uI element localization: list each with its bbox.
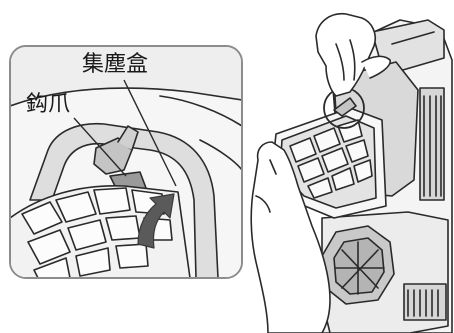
exhaust-vent [403, 283, 447, 321]
housing-rim [29, 122, 219, 277]
dust-box-leader-line [123, 79, 177, 187]
lower-hand [250, 141, 331, 333]
detail-inset [9, 45, 243, 279]
dust-box-label: 集塵盒 [82, 52, 149, 77]
hook-leader-line [73, 117, 127, 177]
dust-box-held [271, 97, 387, 219]
rotation-arrow-icon [137, 193, 175, 249]
main-illustration [250, 12, 453, 333]
side-vent [419, 87, 445, 201]
round-filter [321, 225, 395, 305]
dust-box-lid-grid [11, 184, 191, 277]
hook-label: 鈎爪 [26, 92, 71, 117]
